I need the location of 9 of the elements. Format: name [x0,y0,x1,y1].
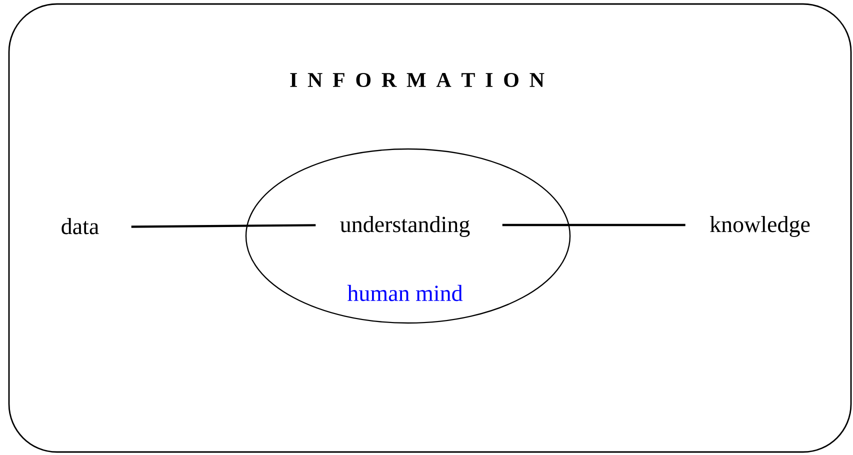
human-mind-ellipse [245,148,571,324]
information-frame [8,3,852,453]
concept-label: data [62,218,99,234]
connector-line [502,224,686,226]
concept-label: understanding [340,216,470,237]
connector-line [131,224,316,228]
ellipse-caption: human mind [347,284,463,302]
frame-heading: I N F O R M A T I O N [290,72,544,88]
concept-label: knowledge [710,216,810,237]
